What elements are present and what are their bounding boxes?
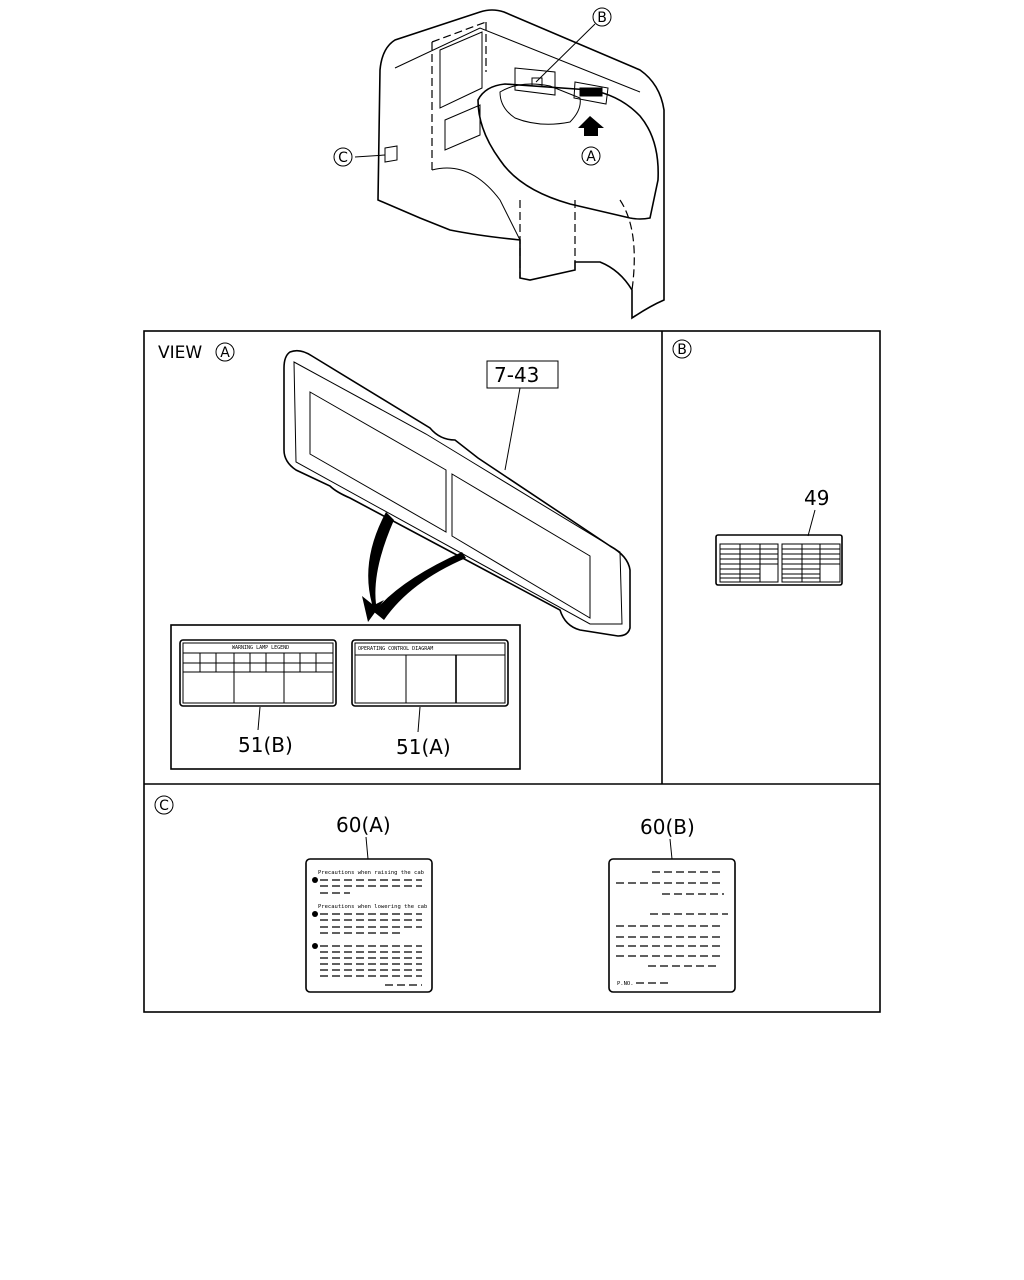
label-51a: 51(A)	[396, 735, 451, 759]
label-51b: 51(B)	[238, 733, 293, 757]
svg-text:Precautions when raising the c: Precautions when raising the cab	[318, 870, 424, 876]
decal-51b: WARNING LAMP LEGEND	[179, 639, 337, 707]
ref-7-43: 7-43	[494, 363, 539, 387]
svg-text:A: A	[220, 345, 230, 361]
view-b-panel: B 49	[672, 339, 843, 586]
svg-text:WARNING LAMP LEGEND: WARNING LAMP LEGEND	[232, 645, 289, 651]
svg-text:Precautions when lowering the: Precautions when lowering the cab	[318, 904, 427, 910]
callout-b-top: B	[592, 7, 612, 27]
decal-49	[715, 534, 843, 586]
svg-text:A: A	[586, 149, 596, 165]
view-c-panel: C 60(A) Precautions when raising the cab…	[154, 795, 736, 993]
label-60a: 60(A)	[336, 813, 391, 837]
svg-text:P.NO.: P.NO.	[617, 981, 634, 987]
detail-frame	[143, 330, 881, 1013]
decal-51a: OPERATING CONTROL DIAGRAM	[351, 639, 509, 707]
view-a-panel: VIEW A 7-43 WARNING LAMP LEGEND	[158, 342, 631, 770]
view-a-heading: VIEW	[158, 343, 202, 363]
label-60b: 60(B)	[640, 815, 695, 839]
svg-text:B: B	[677, 342, 687, 358]
svg-text:C: C	[338, 150, 348, 166]
svg-text:OPERATING CONTROL DIAGRAM: OPERATING CONTROL DIAGRAM	[358, 646, 433, 652]
svg-text:C: C	[159, 798, 169, 814]
callout-a-top: A	[581, 146, 601, 166]
svg-text:B: B	[597, 10, 607, 26]
cab-interior-overview	[354, 9, 665, 320]
label-49: 49	[804, 486, 829, 510]
callout-c-top: C	[333, 147, 353, 167]
decal-60a: Precautions when raising the cab Precaut…	[305, 858, 433, 993]
decal-60b: P.NO.	[608, 858, 736, 993]
